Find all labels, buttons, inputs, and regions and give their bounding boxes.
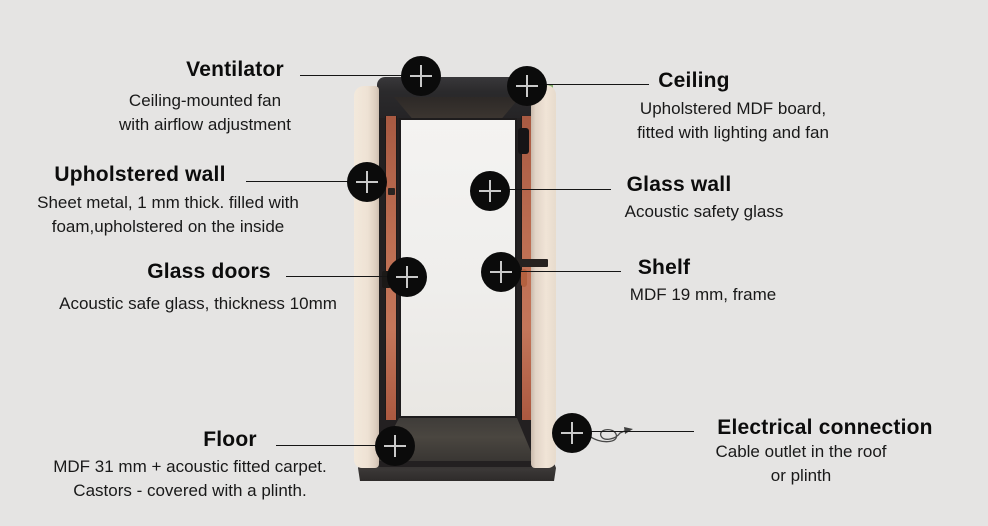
- callout-line-shelf: [518, 271, 621, 272]
- callout-body-ceiling: Upholstered MDF board, fitted with light…: [637, 99, 829, 142]
- door-knob: [382, 271, 391, 288]
- callout-body-glass-doors: Acoustic safe glass, thickness 10mm: [59, 294, 337, 313]
- callout-line-ventilator: [300, 75, 404, 76]
- booth-frame-strip-right: [521, 116, 532, 420]
- callout-line-glass-doors: [286, 276, 390, 277]
- callout-body-shelf: MDF 19 mm, frame: [629, 285, 777, 304]
- door-latch: [388, 188, 395, 195]
- hotspot-marker-shelf[interactable]: [481, 252, 521, 292]
- callout-body-glass-wall: Acoustic safety glass: [624, 202, 784, 221]
- booth-left-panel: [354, 86, 379, 468]
- callout-line-upholstered-wall: [246, 181, 350, 182]
- hotspot-marker-glass-doors[interactable]: [387, 257, 427, 297]
- callout-body-upholstered-wall: Sheet metal, 1 mm thick. filled with foa…: [37, 193, 299, 236]
- callout-title-glass-doors: Glass doors: [147, 260, 271, 283]
- power-cable-icon: [587, 427, 633, 443]
- hotspot-marker-glass-wall[interactable]: [470, 171, 510, 211]
- booth-right-panel: [531, 85, 556, 468]
- callout-body-ventilator: Ceiling-mounted fan with airflow adjustm…: [119, 91, 291, 134]
- hotspot-marker-ceiling[interactable]: [507, 66, 547, 106]
- callout-title-shelf: Shelf: [637, 256, 691, 279]
- shelf-cable: [521, 269, 527, 287]
- door-handle: [518, 128, 529, 154]
- callout-body-floor: MDF 31 mm + acoustic fitted carpet. Cast…: [53, 457, 327, 500]
- callout-title-electrical-connection: Electrical connection: [717, 416, 933, 439]
- callout-title-ceiling: Ceiling: [658, 69, 730, 92]
- hotspot-marker-floor[interactable]: [375, 426, 415, 466]
- callout-line-floor: [276, 445, 377, 446]
- callout-line-glass-wall: [506, 189, 611, 190]
- callout-line-ceiling: [545, 84, 649, 85]
- callout-title-upholstered-wall: Upholstered wall: [54, 163, 226, 186]
- callout-title-glass-wall: Glass wall: [626, 173, 732, 196]
- hotspot-marker-upholstered-wall[interactable]: [347, 162, 387, 202]
- shelf-bracket: [517, 259, 548, 267]
- callout-body-electrical-connection: Cable outlet in the roof or plinth: [715, 442, 887, 485]
- hotspot-marker-ventilator[interactable]: [401, 56, 441, 96]
- callout-line-electrical-connection: [590, 431, 694, 432]
- callout-title-ventilator: Ventilator: [186, 58, 284, 81]
- callout-title-floor: Floor: [203, 428, 257, 451]
- hotspot-marker-electrical-connection[interactable]: [552, 413, 592, 453]
- booth-ceiling-panel: [394, 97, 520, 118]
